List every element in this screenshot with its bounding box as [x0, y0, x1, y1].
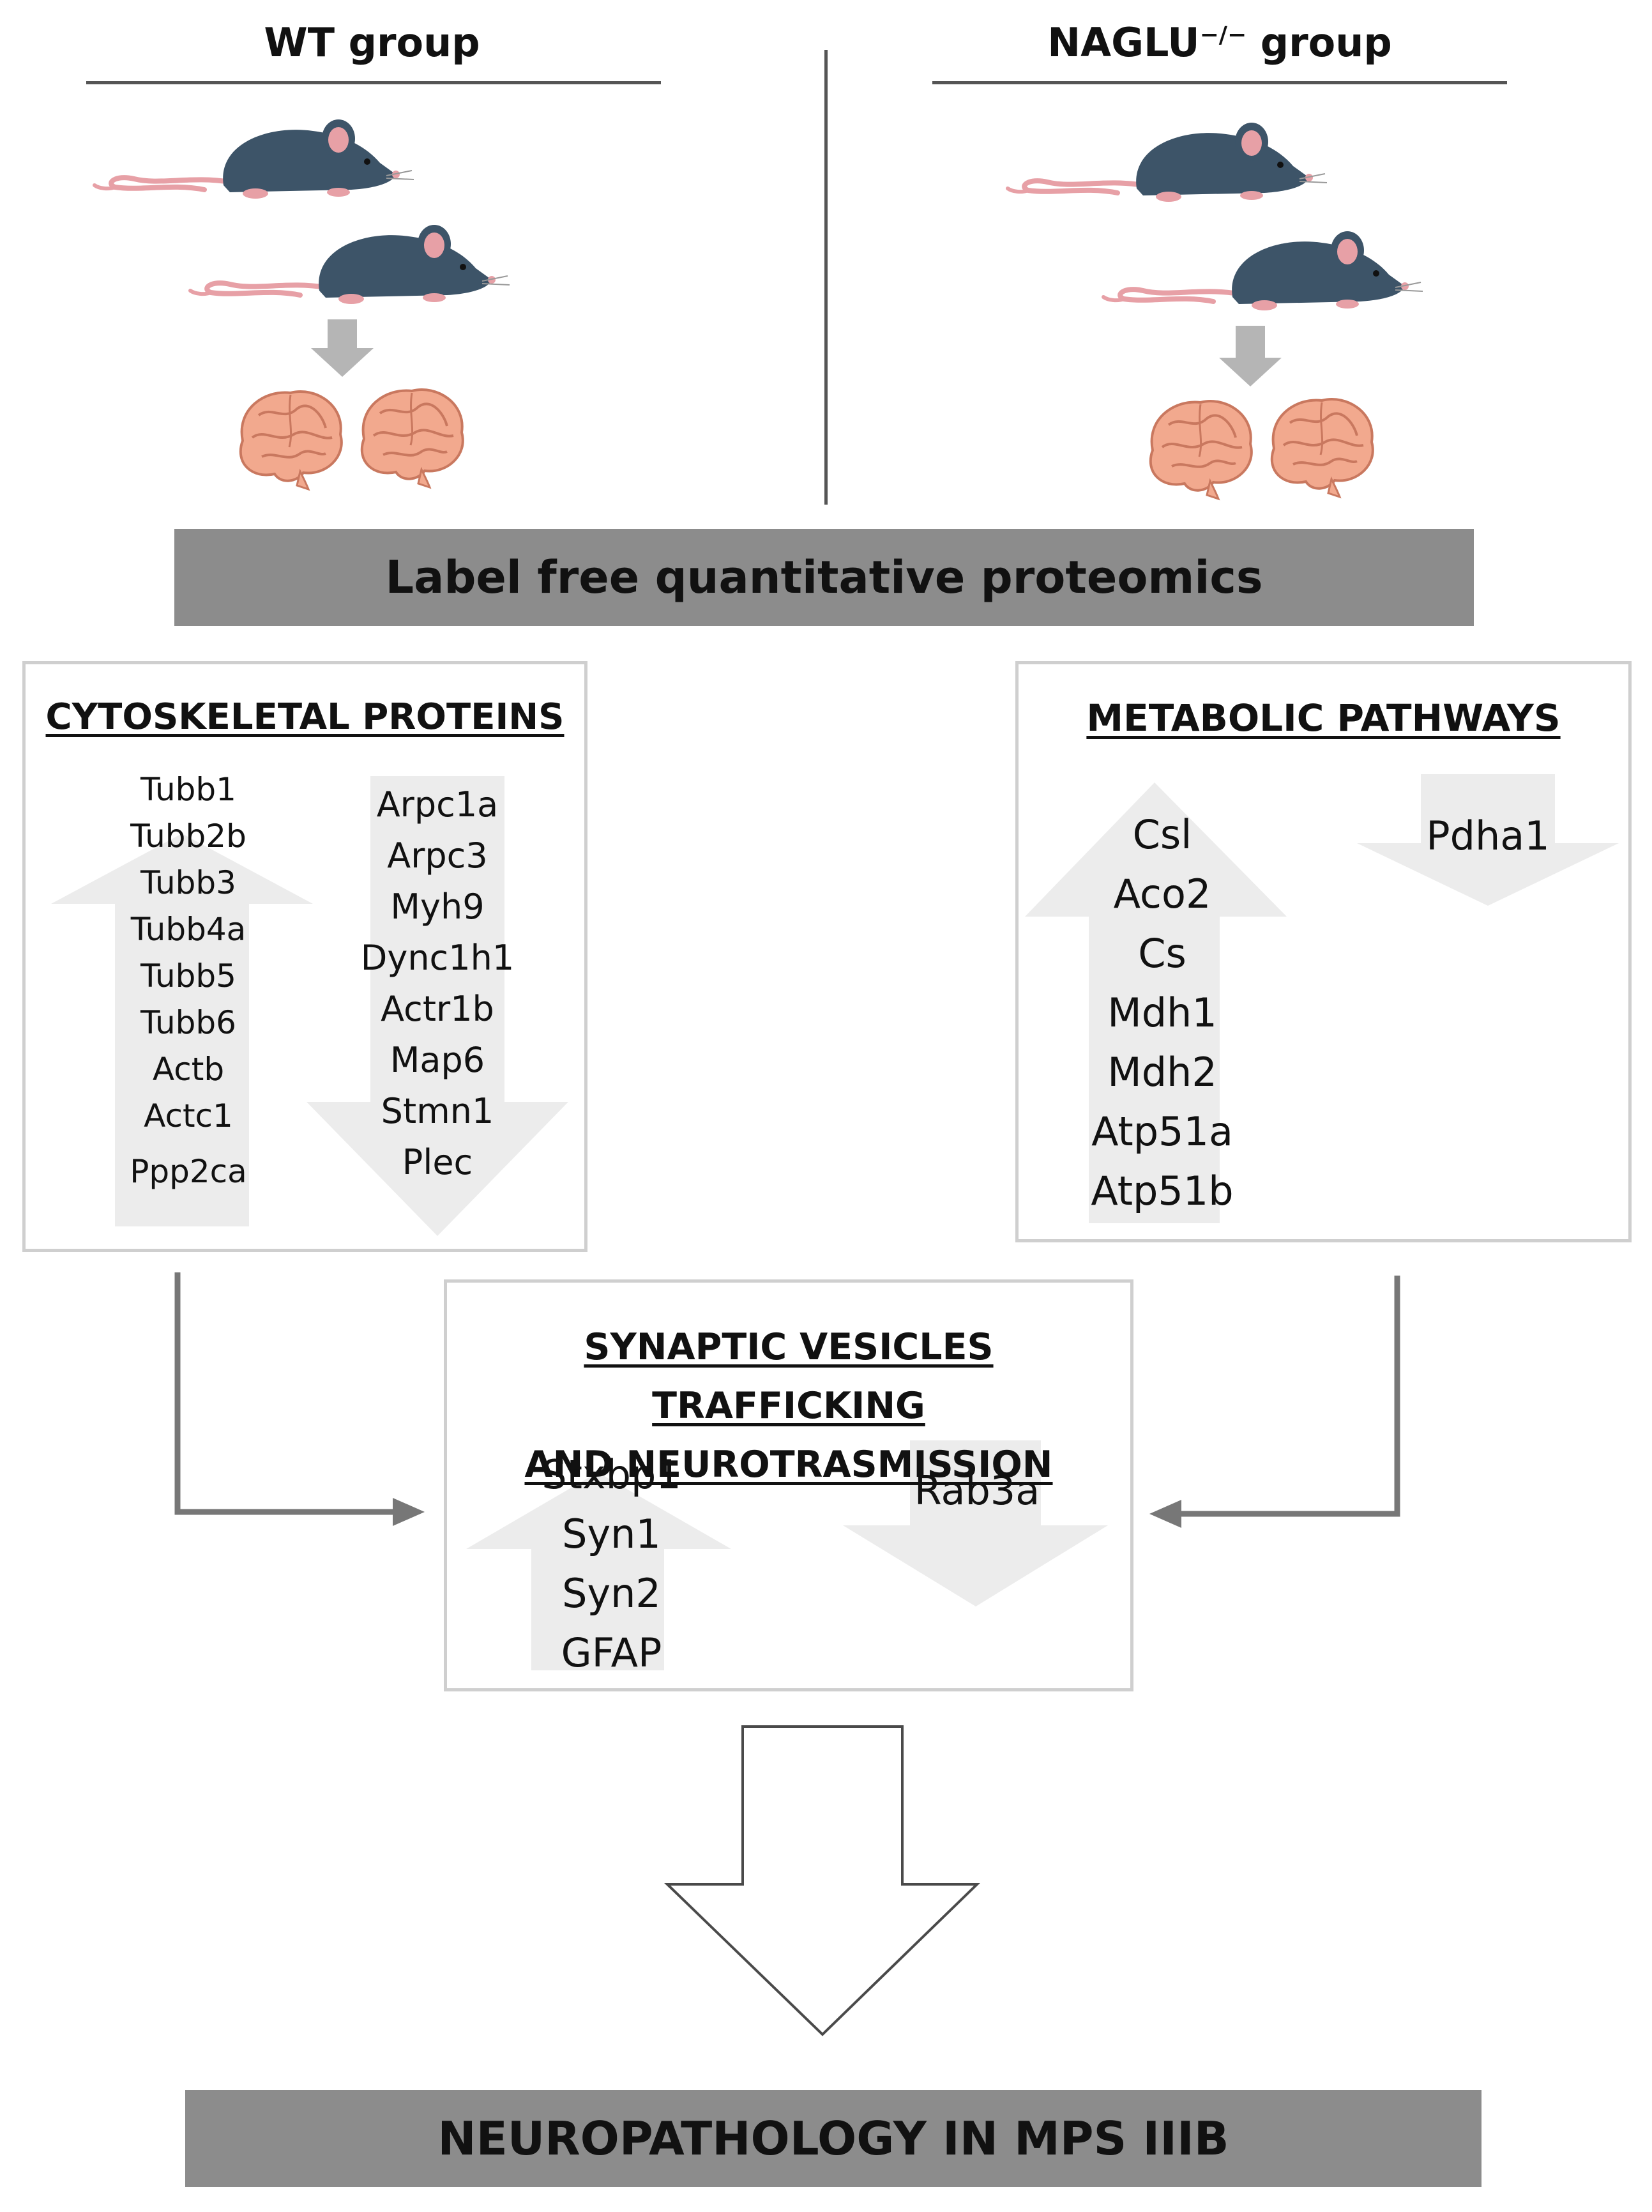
list-item: Tubb2b — [130, 818, 246, 855]
list-item: Aco2 — [1113, 871, 1211, 917]
list-item: Cs — [1138, 930, 1186, 977]
list-item: Arpc1a — [376, 784, 499, 825]
list-item: Tubb5 — [140, 957, 236, 995]
up-arrow-icon — [466, 1472, 731, 1670]
cytoskeletal-box: CYTOSKELETAL PROTEINS — [22, 661, 587, 1252]
synaptic-box: SYNAPTIC VESICLES TRAFFICKING AND NEUROT… — [444, 1279, 1133, 1691]
naglu-label: NAGLU — [1047, 19, 1200, 66]
list-item: Stxbp1 — [542, 1451, 681, 1498]
metabolic-heading: METABOLIC PATHWAYS — [1086, 696, 1561, 740]
list-item: Mdh1 — [1107, 989, 1217, 1036]
brain-icon — [1270, 398, 1374, 498]
list-item: Dync1h1 — [360, 938, 515, 978]
list-item: Actb — [152, 1051, 225, 1088]
list-item: GFAP — [561, 1629, 662, 1676]
list-item: Syn2 — [562, 1570, 661, 1617]
wt-group-title: WT group — [83, 19, 661, 66]
metabolic-up-list: Csl Aco2 Cs Mdh1 Mdh2 Atp51a Atp51b — [1054, 805, 1271, 1221]
neuropathology-banner-label: NEUROPATHOLOGY IN MPS IIIB — [437, 2112, 1229, 2165]
proteomics-banner-label: Label free quantitative proteomics — [385, 551, 1263, 604]
list-item: Csl — [1132, 811, 1192, 858]
brain-icon — [239, 390, 343, 491]
synaptic-down-list: Rab3a — [881, 1461, 1073, 1520]
brain-icon — [360, 388, 464, 489]
elbow-arrow-icon — [1178, 1276, 1400, 1517]
neuropathology-banner: NEUROPATHOLOGY IN MPS IIIB — [185, 2090, 1481, 2187]
mouse-icon — [1008, 123, 1327, 202]
mouse-icon — [1103, 231, 1423, 310]
up-arrow-icon — [1025, 782, 1287, 1223]
synaptic-heading-line1: SYNAPTIC VESICLES TRAFFICKING — [584, 1326, 994, 1427]
metabolic-box: METABOLIC PATHWAYS — [1015, 661, 1632, 1242]
list-item: Atp51b — [1091, 1168, 1234, 1214]
naglu-group-suffix: group — [1247, 19, 1392, 66]
mouse-icon — [190, 225, 510, 304]
list-item: Atp51a — [1091, 1108, 1233, 1155]
brain-icon — [1149, 400, 1253, 500]
wt-title-rule — [86, 81, 661, 84]
down-arrow-icon — [843, 1440, 1108, 1606]
list-item: Arpc3 — [387, 835, 488, 876]
down-arrow-icon — [311, 319, 374, 377]
list-item: Pdha1 — [1426, 812, 1550, 859]
list-item: Stmn1 — [381, 1091, 494, 1131]
naglu-title-rule — [932, 81, 1507, 84]
list-item: Tubb6 — [140, 1004, 236, 1041]
center-divider — [824, 50, 828, 505]
list-item: Map6 — [390, 1040, 485, 1080]
synaptic-heading-line2: AND NEUROTRASMISSION — [524, 1444, 1053, 1486]
mouse-icon — [95, 119, 414, 199]
list-item: Rab3a — [914, 1467, 1040, 1514]
cytoskeletal-heading: CYTOSKELETAL PROTEINS — [45, 696, 565, 738]
list-item: Ppp2ca — [130, 1153, 247, 1190]
cytoskeletal-up-list: Tubb1 Tubb2b Tubb3 Tubb4a Tubb5 Tubb6 Ac… — [96, 767, 281, 1195]
wt-group-label: WT group — [264, 19, 480, 66]
proteomics-banner: Label free quantitative proteomics — [174, 529, 1474, 626]
elbow-arrow-icon — [174, 1272, 396, 1515]
metabolic-down-list: Pdha1 — [1392, 806, 1584, 866]
list-item: Syn1 — [562, 1511, 661, 1557]
down-arrow-icon — [1219, 326, 1282, 386]
down-arrow-icon — [307, 776, 568, 1236]
list-item: Actr1b — [381, 989, 494, 1029]
list-item: Tubb1 — [140, 771, 236, 808]
cytoskeletal-down-list: Arpc1a Arpc3 Myh9 Dync1h1 Actr1b Map6 St… — [338, 779, 536, 1188]
synaptic-up-list: Stxbp1 Syn1 Syn2 GFAP — [511, 1445, 712, 1682]
naglu-group-title: NAGLU−/− group — [932, 19, 1507, 66]
list-item: Mdh2 — [1107, 1049, 1217, 1095]
naglu-superscript: −/− — [1199, 22, 1247, 49]
list-item: Tubb3 — [140, 864, 236, 901]
up-arrow-icon — [51, 834, 313, 1226]
list-item: Myh9 — [390, 887, 485, 927]
down-arrow-icon — [1357, 774, 1619, 906]
list-item: Tubb4a — [130, 911, 246, 948]
synaptic-heading: SYNAPTIC VESICLES TRAFFICKING AND NEUROT… — [447, 1318, 1130, 1494]
hollow-down-arrow-icon — [664, 1725, 980, 2036]
list-item: Actc1 — [144, 1097, 233, 1134]
list-item: Plec — [402, 1142, 473, 1182]
